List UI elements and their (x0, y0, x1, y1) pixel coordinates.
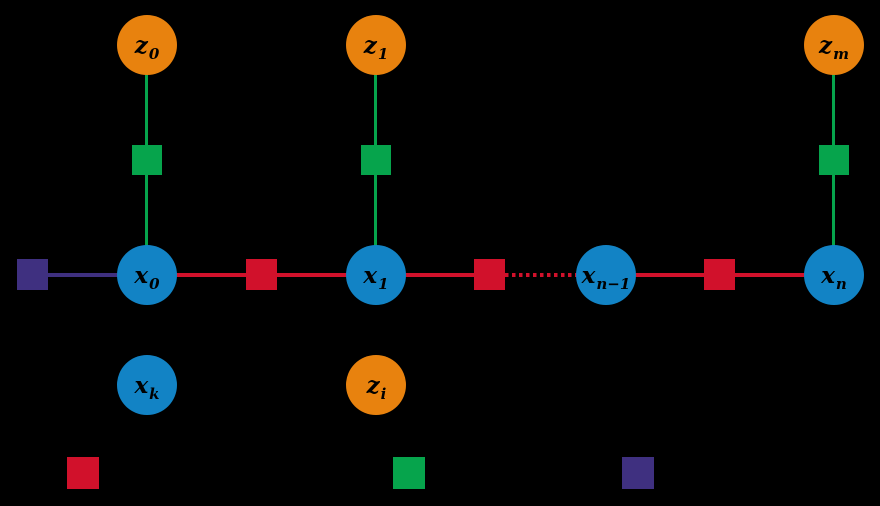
node-label-xn: xn (821, 261, 847, 293)
node-label-zm: zm (819, 31, 849, 63)
legend-prior-factor-swatch (621, 457, 654, 489)
ellipsis-dotted-link (505, 272, 577, 277)
state-node-x1: x1 (345, 245, 406, 305)
odometry-factor-square-1 (474, 259, 505, 290)
odometry-factor-square-n (703, 259, 735, 290)
state-node-xn: xn (803, 245, 864, 305)
node-label-x0: x0 (134, 261, 160, 293)
measurement-factor-square-1 (360, 145, 391, 175)
node-label-z0: z0 (134, 31, 160, 63)
prior-link-x0 (32, 272, 147, 277)
measurement-factor-square-m (818, 145, 849, 175)
measurement-node-z0: z0 (116, 15, 177, 75)
measurement-factor-square-0 (131, 145, 162, 175)
node-label-x1: x1 (363, 261, 389, 293)
legend-measurement-node-label: zi (366, 371, 387, 403)
node-label-z1: z1 (363, 31, 389, 63)
state-node-xn-minus-1: xn−1 (575, 245, 636, 305)
node-label-xn-minus-1: xn−1 (581, 261, 631, 293)
legend-state-node: xk (116, 355, 177, 415)
legend-measurement-factor-swatch (392, 457, 425, 489)
legend-state-node-label: xk (134, 371, 160, 403)
measurement-node-z1: z1 (345, 15, 406, 75)
odometry-link-x1-ellipsis (375, 272, 490, 277)
state-node-x0: x0 (116, 245, 177, 305)
legend-measurement-node: zi (346, 355, 406, 415)
prior-factor-square (17, 259, 48, 290)
odometry-factor-square-0 (246, 259, 277, 290)
legend-odometry-factor-swatch (66, 457, 99, 489)
measurement-node-zm: zm (803, 15, 864, 75)
